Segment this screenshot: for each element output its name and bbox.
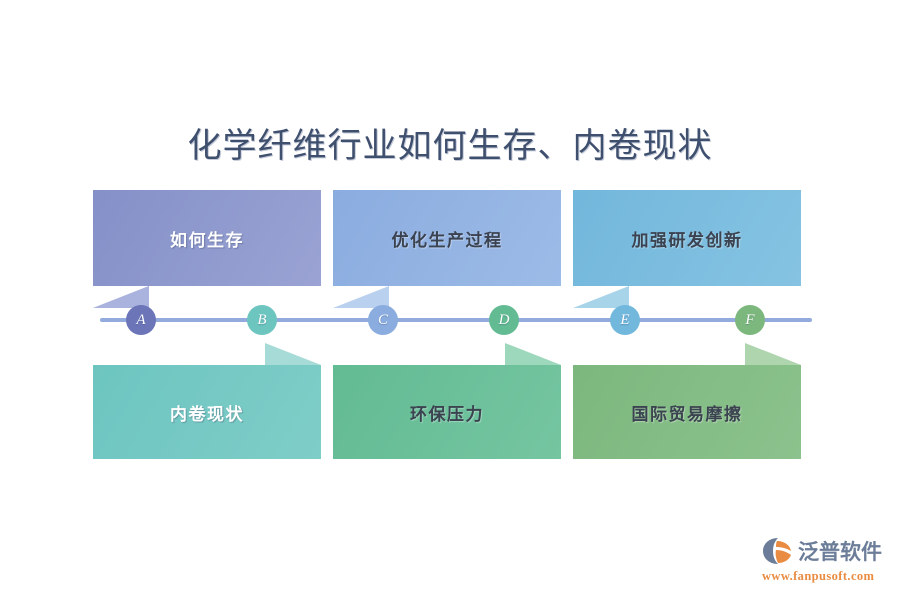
brand-name: 泛普软件 [798,541,882,564]
top-card-1[interactable]: 如何生存 [93,190,321,308]
bottom-card-2[interactable]: 环保压力 [333,343,561,459]
timeline-node-b-label: B [257,311,267,328]
card-tail-icon [505,343,561,365]
top-card-2-label: 优化生产过程 [391,230,503,250]
brand-watermark: 泛普软件 www.fanpusoft.com [762,534,892,590]
bottom-card-1[interactable]: 内卷现状 [93,343,321,459]
top-card-3[interactable]: 加强研发创新 [573,190,801,308]
timeline-node-d-label: D [498,311,510,328]
brand-url: www.fanpusoft.com [762,569,875,583]
timeline-node-f-label: F [745,311,755,328]
fanpu-logo-icon [763,538,791,564]
timeline-node-a[interactable]: A [126,305,156,335]
bottom-card-3-label: 国际贸易摩擦 [631,404,743,424]
top-card-3-label: 加强研发创新 [631,230,743,250]
bottom-card-3[interactable]: 国际贸易摩擦 [573,343,801,459]
bottom-card-1-label: 内卷现状 [170,404,244,424]
timeline-node-f[interactable]: F [735,305,765,335]
card-tail-icon [265,343,321,365]
timeline-node-d[interactable]: D [489,305,519,335]
timeline-node-a-label: A [136,311,146,328]
card-tail-icon [333,286,389,308]
bottom-card-2-label: 环保压力 [410,404,484,424]
page-title: 化学纤维行业如何生存、内卷现状 [187,128,713,165]
timeline-node-b[interactable]: B [247,305,277,335]
timeline-node-e[interactable]: E [610,305,640,335]
card-tail-icon [93,286,149,308]
card-tail-icon [745,343,801,365]
timeline-node-c-label: C [377,311,388,328]
card-tail-icon [573,286,629,308]
top-card-1-label: 如何生存 [170,230,244,250]
top-card-2[interactable]: 优化生产过程 [333,190,561,308]
timeline-node-e-label: E [620,311,630,328]
timeline-axis [100,318,812,322]
timeline-node-c[interactable]: C [368,305,398,335]
